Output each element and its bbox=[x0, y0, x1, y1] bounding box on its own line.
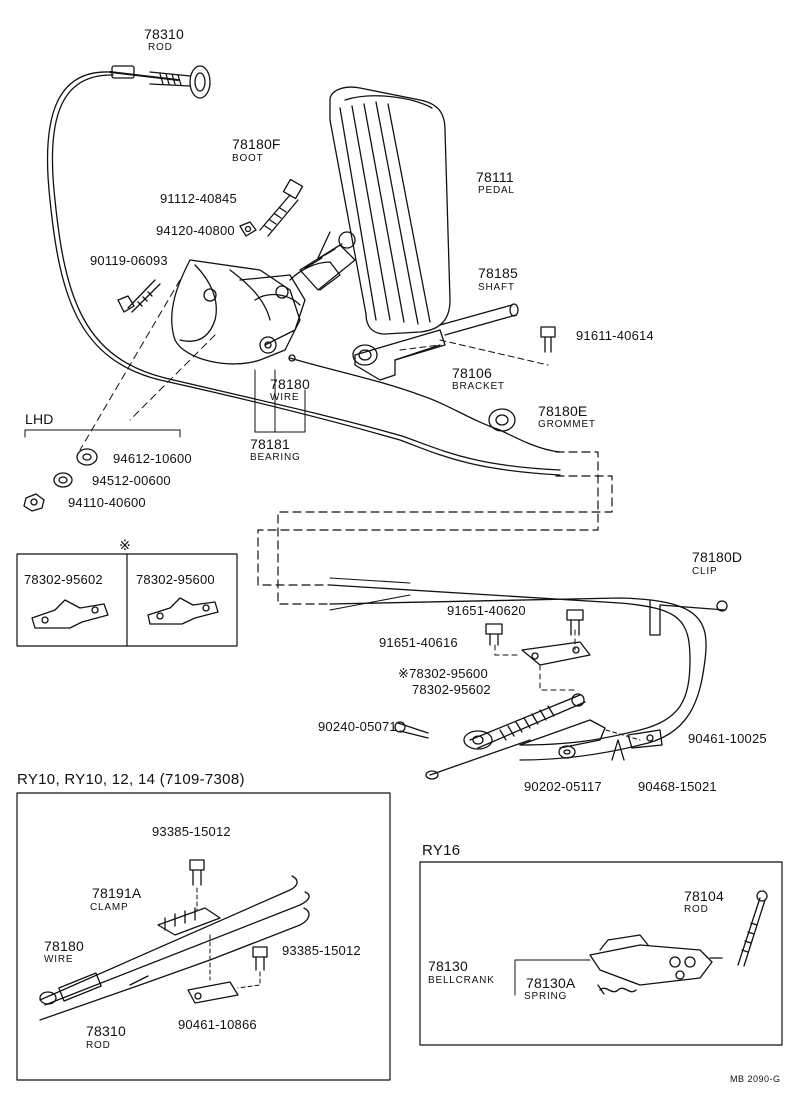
part-78130A-number: 78130A bbox=[526, 975, 576, 991]
part-90119-number: 90119-06093 bbox=[90, 253, 168, 268]
part-94612-number: 94612-10600 bbox=[113, 451, 192, 466]
part-90461-10866-number: 90461-10866 bbox=[178, 1017, 257, 1032]
part-78180-top-name: WIRE bbox=[270, 392, 300, 403]
part-78302-95600-number: ※78302-95600 bbox=[398, 666, 488, 681]
part-78106-number: 78106 bbox=[452, 365, 492, 381]
bolt-91112 bbox=[259, 178, 304, 237]
bolt-91611 bbox=[540, 326, 556, 353]
part-94512-number: 94512-00600 bbox=[92, 473, 171, 488]
pedal-housing bbox=[171, 259, 341, 365]
nut-94120 bbox=[239, 221, 257, 237]
part-78185-number: 78185 bbox=[478, 265, 518, 281]
part-78181-number: 78181 bbox=[250, 436, 290, 452]
part-78106-name: BRACKET bbox=[452, 381, 505, 392]
grommet-78180E bbox=[488, 408, 516, 432]
note-right-number: 78302-95600 bbox=[136, 572, 215, 587]
part-78310-low-name: ROD bbox=[86, 1040, 111, 1051]
boot-78180F bbox=[299, 231, 356, 291]
shaft-78185 bbox=[439, 303, 519, 336]
wire-78180-top bbox=[289, 357, 561, 453]
bolt-91651-620 bbox=[566, 609, 584, 636]
ry16-assembly bbox=[514, 890, 768, 996]
pin-90240 bbox=[394, 721, 429, 739]
part-78302-95602-number: 78302-95602 bbox=[412, 682, 491, 697]
part-78130-number: 78130 bbox=[428, 958, 468, 974]
part-78130-name: BELLCRANK bbox=[428, 975, 495, 986]
part-90461-10025-number: 90461-10025 bbox=[688, 731, 767, 746]
note-mark: ※ bbox=[119, 537, 131, 553]
part-78185-name: SHAFT bbox=[478, 282, 515, 293]
bracket-78302 bbox=[521, 641, 591, 666]
part-78191A-number: 78191A bbox=[92, 885, 142, 901]
bracket-78106 bbox=[352, 329, 446, 381]
part-78180E-name: GROMMET bbox=[538, 419, 596, 430]
part-78181-name: BEARING bbox=[250, 452, 301, 463]
cable-end-assembly bbox=[463, 693, 606, 750]
accel-cable-bottom bbox=[329, 584, 691, 746]
part-78180-low-number: 78180 bbox=[44, 938, 84, 954]
pedal-78111 bbox=[329, 86, 451, 335]
part-78180F-name: BOOT bbox=[232, 153, 264, 164]
part-78180E-number: 78180E bbox=[538, 403, 588, 419]
lhd-label: LHD bbox=[25, 411, 54, 427]
note-left-number: 78302-95602 bbox=[24, 572, 103, 587]
part-78310-low-number: 78310 bbox=[86, 1023, 126, 1039]
part-91611-number: 91611-40614 bbox=[576, 328, 654, 343]
part-94120-number: 94120-40800 bbox=[156, 223, 235, 238]
part-78130A-name: SPRING bbox=[524, 991, 568, 1002]
bracket-78302-95602-img bbox=[31, 599, 109, 629]
part-78180-top-number: 78180 bbox=[270, 376, 310, 392]
part-78191A-name: CLAMP bbox=[90, 902, 129, 913]
part-90240-number: 90240-05071 bbox=[318, 719, 397, 734]
bolt-91651-616 bbox=[485, 623, 503, 646]
part-93385-b-number: 93385-15012 bbox=[282, 943, 361, 958]
part-78310-top-number: 78310 bbox=[144, 26, 184, 42]
section-ry16-title: RY16 bbox=[422, 842, 461, 859]
cotter-90468 bbox=[611, 739, 625, 761]
part-78180-low-name: WIRE bbox=[44, 954, 74, 965]
part-78104-name: ROD bbox=[684, 904, 709, 915]
accel-cable-long bbox=[46, 71, 561, 476]
part-90202-number: 90202-05117 bbox=[524, 779, 602, 794]
screw-90119 bbox=[117, 279, 161, 313]
rod-78310-top bbox=[109, 65, 211, 99]
nut-94612 bbox=[76, 448, 98, 466]
footer-code: MB 2090-G bbox=[730, 1074, 781, 1084]
nut-94512 bbox=[53, 472, 73, 488]
clip-78180D bbox=[649, 599, 728, 636]
washer-90202 bbox=[558, 745, 576, 759]
part-91651-40616-number: 91651-40616 bbox=[379, 635, 458, 650]
rod-end bbox=[429, 739, 531, 776]
part-91651-40620-number: 91651-40620 bbox=[447, 603, 526, 618]
part-78111-number: 78111 bbox=[476, 169, 514, 185]
bracket-78302-95600-img bbox=[147, 597, 219, 625]
part-91112-number: 91112-40845 bbox=[160, 191, 237, 206]
clip-90461-10025 bbox=[627, 729, 663, 749]
section-ry10-title: RY10, RY10, 12, 14 (7109-7308) bbox=[17, 771, 245, 788]
part-78180D-name: CLIP bbox=[692, 566, 718, 577]
part-94110-number: 94110-40600 bbox=[68, 495, 146, 510]
part-78104-number: 78104 bbox=[684, 888, 724, 904]
ry10-assembly bbox=[39, 859, 310, 1021]
part-93385-a-number: 93385-15012 bbox=[152, 824, 231, 839]
nut-94110 bbox=[23, 493, 45, 512]
part-78310-top-name: ROD bbox=[148, 42, 173, 53]
part-78180F-number: 78180F bbox=[232, 136, 281, 152]
part-78111-name: PEDAL bbox=[478, 185, 515, 196]
part-78180D-number: 78180D bbox=[692, 549, 743, 565]
part-90468-number: 90468-15021 bbox=[638, 779, 717, 794]
